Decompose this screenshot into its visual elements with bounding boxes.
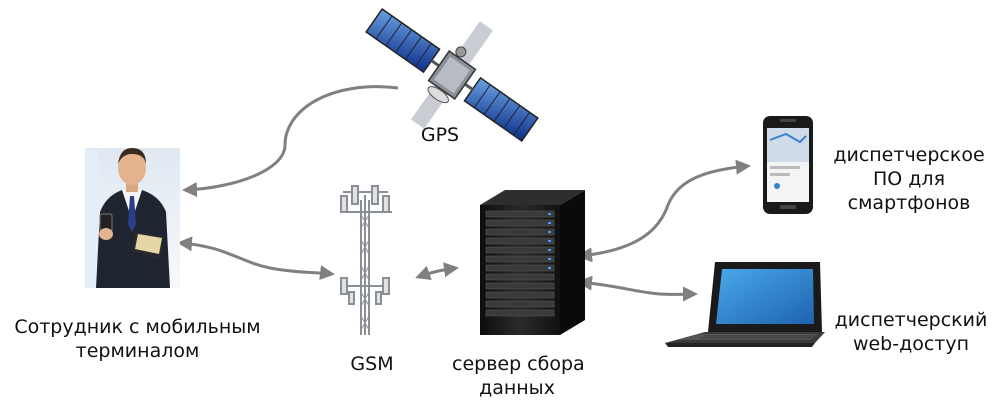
server-label: сервер сбора данных <box>452 352 585 400</box>
employee-label: Сотрудник с мобильным терминалом <box>10 315 265 363</box>
gsm-label: GSM <box>350 353 393 375</box>
gps-label: GPS <box>421 124 459 146</box>
connection-satellite-employee <box>182 85 399 198</box>
web-access-label-line1: диспетчерский <box>834 309 988 331</box>
mobile-po-label-line3: смартфонов <box>847 192 971 214</box>
employee-label-line2: терминалом <box>75 340 200 362</box>
connection-employee-tower <box>177 236 335 281</box>
server-label-line2: данных <box>479 377 555 399</box>
connection-server-smartphone <box>577 159 751 263</box>
smartphone-icon <box>763 116 813 214</box>
person-icon <box>85 148 180 288</box>
server-label-line1: сервер сбора <box>452 353 585 375</box>
connection-server-laptop <box>577 275 698 302</box>
cell-tower-icon <box>340 185 392 335</box>
employee-label-line1: Сотрудник с мобильным <box>14 316 261 338</box>
laptop-icon <box>665 262 825 347</box>
server-rack-icon <box>480 190 585 335</box>
mobile-po-label-line2: ПО для <box>873 168 945 190</box>
mobile-po-label-line1: диспетчерское <box>833 144 985 166</box>
web-access-label: диспетчерский web-доступ <box>830 308 992 356</box>
mobile-po-label: диспетчерское ПО для смартфонов <box>828 143 990 215</box>
web-access-label-line2: web-доступ <box>852 333 970 355</box>
satellite-icon <box>365 7 539 143</box>
connection-tower-server <box>415 262 459 281</box>
